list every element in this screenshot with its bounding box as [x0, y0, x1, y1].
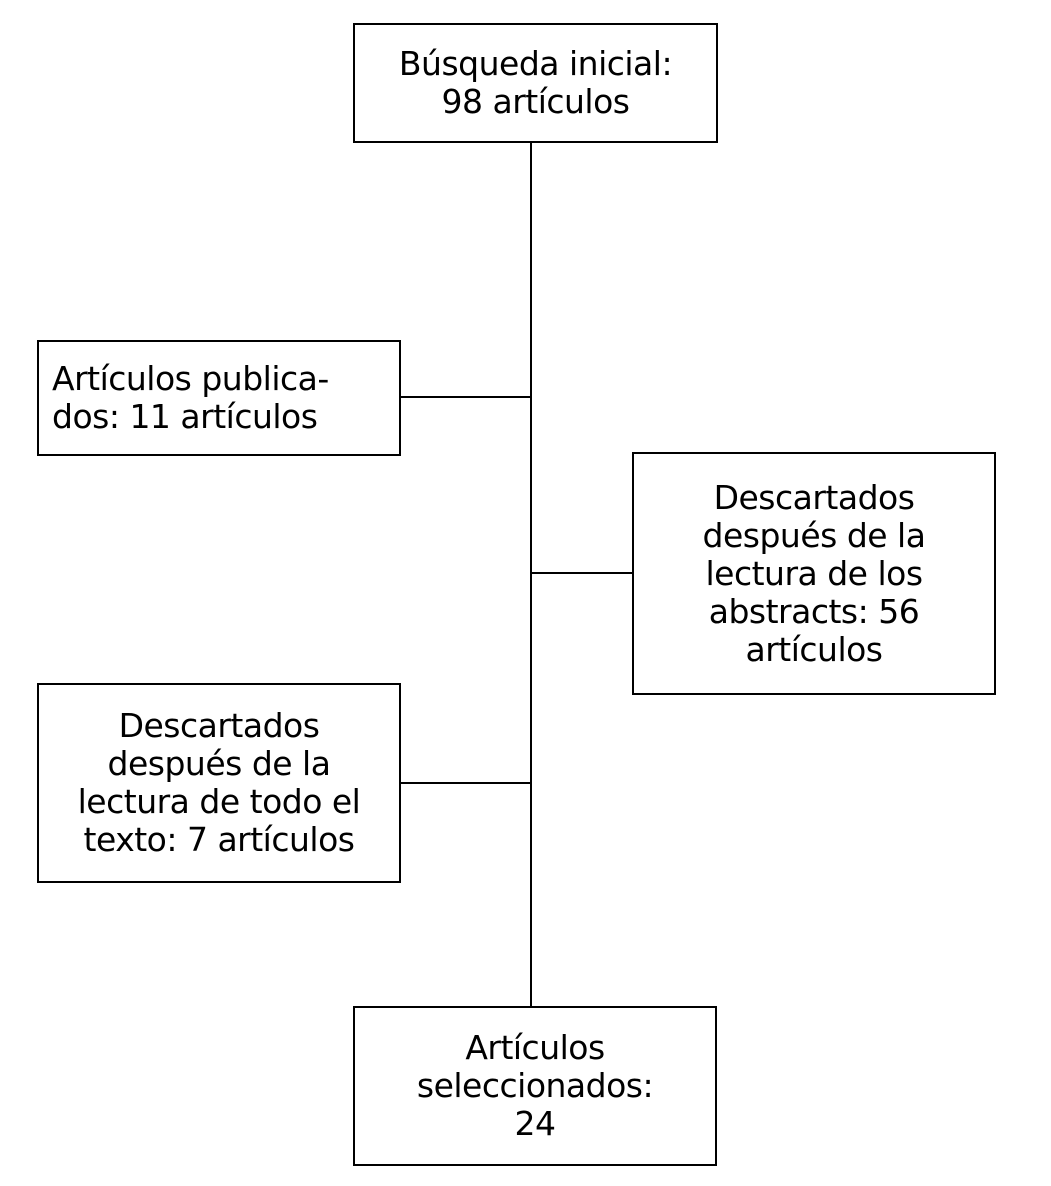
node-articles-selected: Artículos seleccionados: 24 — [353, 1006, 717, 1166]
connector-branch-discarded-abstracts — [532, 572, 632, 574]
node-discarded-after-abstracts: Descartados después de la lectura de los… — [632, 452, 996, 695]
node-initial-search: Búsqueda inicial: 98 artículos — [353, 23, 718, 143]
node-discarded-after-abstracts-label: Descartados después de la lectura de los… — [702, 477, 926, 669]
node-discarded-after-full-text-label: Descartados después de la lectura de tod… — [77, 706, 361, 859]
node-discarded-after-full-text: Descartados después de la lectura de tod… — [37, 683, 401, 883]
node-articles-published-label: Artículos publica- dos: 11 artículos — [52, 359, 329, 436]
node-articles-published: Artículos publica- dos: 11 artículos — [37, 340, 401, 456]
connector-branch-published — [401, 396, 532, 398]
node-initial-search-label: Búsqueda inicial: 98 artículos — [398, 44, 673, 121]
node-articles-selected-label: Artículos seleccionados: 24 — [416, 1028, 654, 1143]
connector-branch-discarded-full-text — [401, 782, 532, 784]
connector-main-trunk — [530, 143, 532, 1006]
